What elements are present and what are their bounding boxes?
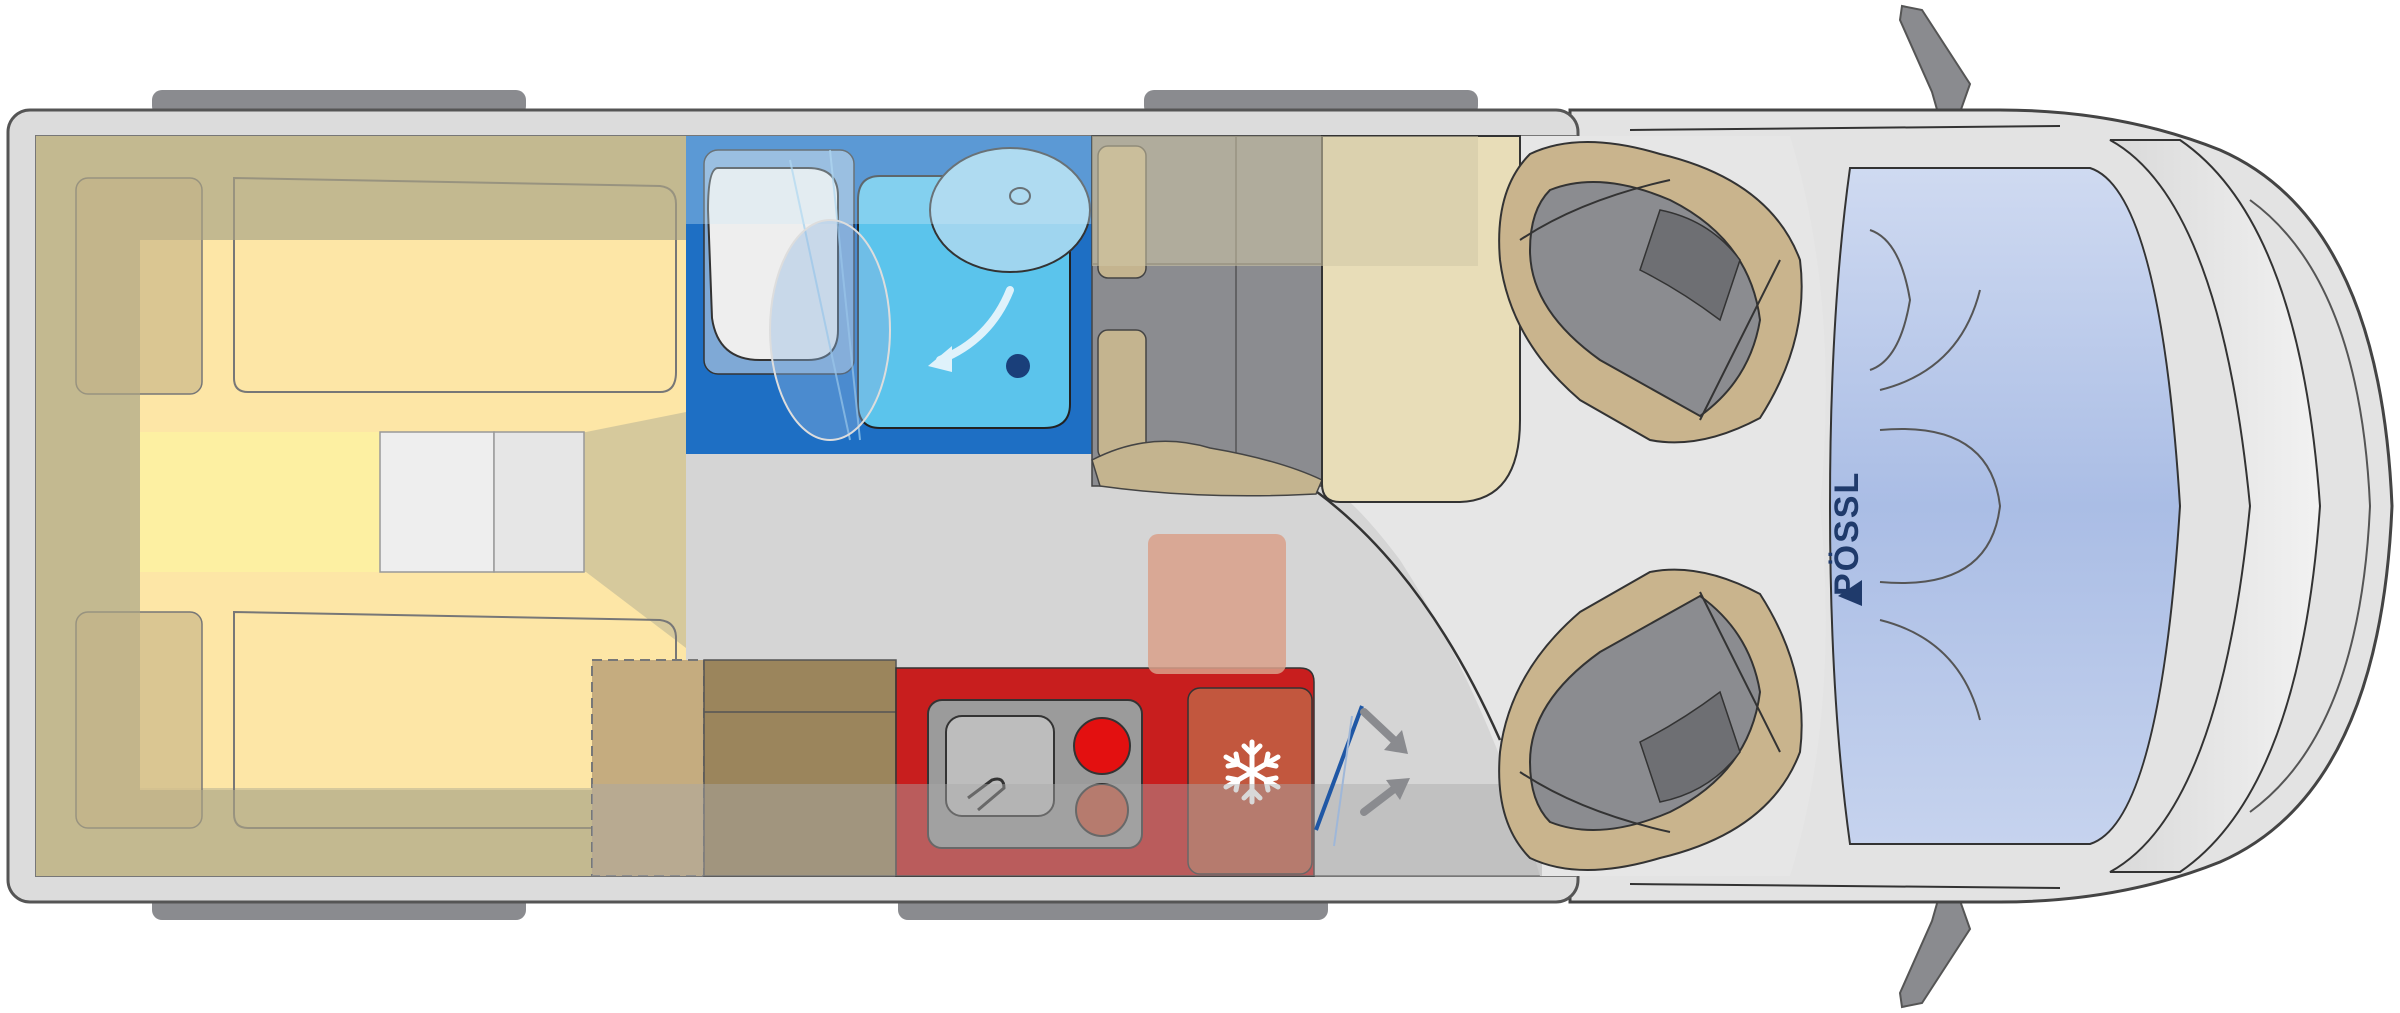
arrow-head-shower <box>928 346 952 372</box>
washroom <box>686 136 1092 454</box>
tap <box>1009 187 1031 205</box>
arrow-head-upper <box>1384 730 1408 754</box>
arrow-icon-upper <box>1360 708 1402 748</box>
washroom-overhead <box>686 136 1092 224</box>
dashboard-vent <box>1879 289 1981 721</box>
shower-door-swing <box>789 149 861 441</box>
seat-headrest <box>1639 209 1741 322</box>
sink <box>945 715 1055 817</box>
bed-cushion-lower <box>140 572 686 788</box>
toilet <box>706 167 839 361</box>
overhead-cabinet-rear-side <box>36 240 140 790</box>
passenger-seat <box>1498 568 1803 871</box>
bed-cushion-upper <box>140 240 686 432</box>
mirror-top <box>1898 4 1972 122</box>
aisle-curve <box>1299 478 1502 741</box>
dashboard <box>1828 167 2182 845</box>
brand-logo: PÖSSL <box>1828 471 1866 606</box>
bed-step-2 <box>493 431 585 573</box>
seat-armrest <box>1519 179 1781 421</box>
brand-logo-text: PÖSSL <box>1828 471 1866 596</box>
hood <box>2249 199 2372 813</box>
brand-logo-swoosh <box>1838 580 1862 606</box>
snowflake-icon <box>1223 739 1281 805</box>
cabinet-drawer <box>703 659 897 877</box>
washbasin <box>929 147 1091 273</box>
arrow-head-lower <box>1386 778 1410 800</box>
bed-step-1 <box>379 431 495 573</box>
driver-seat <box>1498 141 1803 444</box>
dashboard-console <box>1879 428 2002 584</box>
faucet <box>967 777 1006 812</box>
dinette <box>1091 135 1521 503</box>
sliding-door-line-2 <box>1333 715 1353 847</box>
stove-burner-front <box>1073 717 1131 775</box>
dinette-armrest-bottom <box>1097 329 1147 461</box>
bed-cushion-center <box>140 432 380 572</box>
sliding-door-line <box>1314 705 1364 831</box>
stove-burner-rear <box>1075 783 1129 837</box>
windshield <box>2109 139 2322 873</box>
steering-column <box>1869 229 1912 371</box>
dinette-overhead <box>1092 136 1478 266</box>
cab-rail-bottom <box>1629 883 2061 889</box>
kitchen <box>591 534 1542 877</box>
drain-icon <box>1006 354 1030 378</box>
rear-bed-area <box>36 136 686 876</box>
cab-rail-top <box>1629 125 2061 131</box>
seat-armrest <box>1519 591 1781 833</box>
dinette-seat-cushion <box>1091 440 1323 497</box>
overhead-cabinet-rear-bottom <box>36 790 686 876</box>
mirror-bottom <box>1898 891 1972 1009</box>
arrow-icon-lower <box>1360 782 1402 816</box>
shower-overlay <box>769 219 891 441</box>
overhead-cabinet-rear-top <box>36 136 686 240</box>
cabinet-left <box>591 659 705 877</box>
cab-dashboard <box>1629 125 2372 889</box>
seat-headrest <box>1639 690 1741 803</box>
microwave-overhead <box>1148 534 1286 674</box>
